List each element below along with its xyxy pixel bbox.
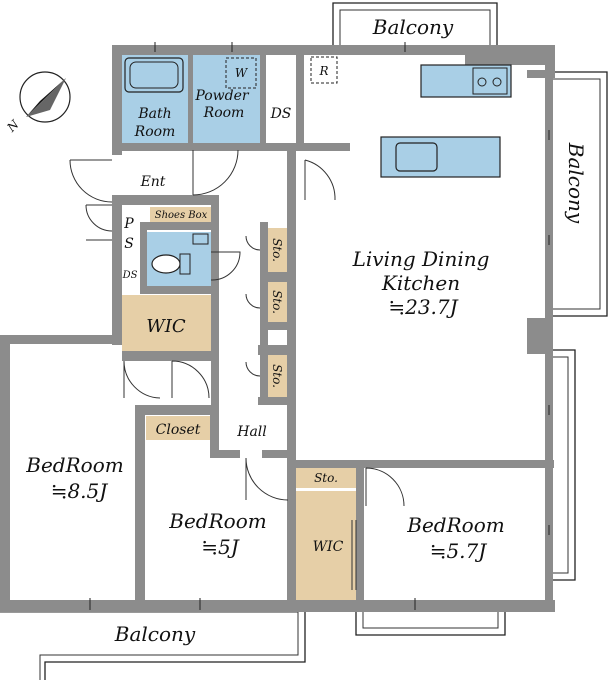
balcony-right-label: Balcony <box>564 142 588 224</box>
ps-label-1: P <box>123 216 134 232</box>
powder-room-label-2: Room <box>203 105 245 121</box>
entrance-label: Ent <box>140 174 166 190</box>
wic-2-label: WIC <box>313 539 344 555</box>
washing-machine-icon: W <box>225 57 257 89</box>
bathroom-label-1: Bath <box>137 106 171 122</box>
balcony-bottom-label: Balcony <box>114 622 196 646</box>
sto-1-label: Sto. <box>270 238 284 262</box>
sto-3-label: Sto. <box>270 364 284 388</box>
sto-1-fill <box>268 228 287 272</box>
balcony-bottom: Balcony <box>0 605 306 680</box>
kitchen-island <box>380 136 501 178</box>
ldk-size: ≒23.7J <box>388 295 458 319</box>
wic-1-fill <box>122 295 211 351</box>
wic-2-fill <box>296 491 356 601</box>
shoes-box-fill <box>150 207 211 222</box>
bathtub-icon <box>124 57 184 93</box>
powder-room-label-1: Powder <box>194 88 250 104</box>
walls <box>0 45 555 612</box>
balcony-top-label: Balcony <box>372 15 454 39</box>
ps-label-2: S <box>124 236 134 252</box>
hall-label: Hall <box>236 424 267 440</box>
bedroom-3-label: BedRoom <box>406 513 504 537</box>
toilet-icon <box>151 253 191 275</box>
sto-2-fill <box>268 282 287 322</box>
washer-label: W <box>235 66 249 80</box>
kitchen-sink-icon <box>395 142 438 172</box>
balcony-right-lower <box>553 349 576 581</box>
bedroom-2-label: BedRoom <box>168 509 266 533</box>
sto-3-fill <box>268 355 287 397</box>
sto-4-label: Sto. <box>314 471 338 485</box>
shoes-box-label: Shoes Box <box>155 210 208 221</box>
stove-icon <box>472 67 508 95</box>
ldk-label-1: Living Dining <box>352 247 490 271</box>
window-marks <box>89 42 550 610</box>
bedroom-1-label: BedRoom <box>25 453 123 477</box>
ds-top-label: DS <box>270 106 292 122</box>
closet-fill <box>146 416 210 440</box>
ds-small-label: DS <box>122 270 138 281</box>
powder-room-floor <box>193 55 260 143</box>
balcony-top: Balcony <box>332 2 498 45</box>
bathroom-label-2: Room <box>134 124 176 140</box>
bedroom-3-size: ≒5.7J <box>430 539 488 563</box>
wic-1-label: WIC <box>146 316 186 337</box>
compass-label: N <box>4 117 22 135</box>
bedroom-1-size: ≒8.5J <box>51 479 109 503</box>
bedroom-2-size: ≒5J <box>201 535 239 559</box>
toilet-sink <box>192 233 209 245</box>
doors <box>69 149 405 590</box>
balcony-right: Balcony <box>553 71 608 317</box>
ldk-label-2: Kitchen <box>381 271 460 295</box>
compass-north-arrow-icon: N <box>4 71 71 135</box>
closet-label: Closet <box>156 422 201 438</box>
refrigerator-label: R <box>318 64 328 78</box>
sto-4-fill <box>296 466 356 488</box>
sto-2-label: Sto. <box>270 290 284 314</box>
balcony-bottom-right <box>355 605 506 636</box>
refrigerator-icon: R <box>310 56 338 84</box>
kitchen-counter <box>420 64 512 98</box>
